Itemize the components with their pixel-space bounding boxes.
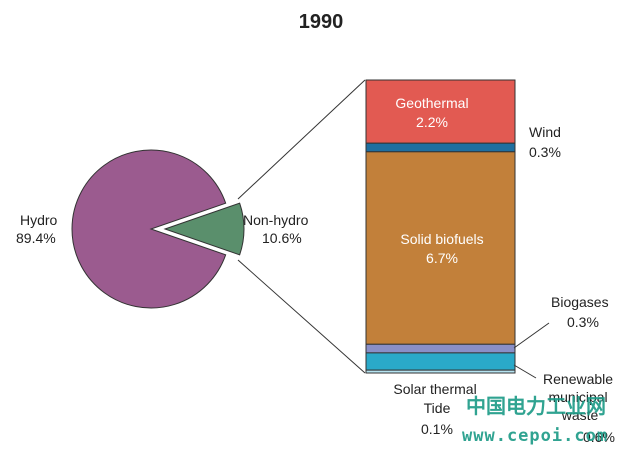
pie-slice-non-hydro bbox=[163, 202, 245, 256]
hydro-label: Hydro bbox=[20, 212, 58, 228]
biogases-leader bbox=[513, 322, 550, 349]
wind-value: 0.3% bbox=[529, 144, 561, 160]
watermark-url: www.cepoi.com bbox=[462, 426, 608, 446]
wind-label: Wind bbox=[529, 124, 561, 140]
breakdown-bar bbox=[365, 79, 516, 374]
bar-segment-renewable-municipal-waste bbox=[365, 352, 516, 371]
bar-segment-solid-biofuels bbox=[365, 151, 516, 345]
biogases-label: Biogases bbox=[551, 294, 609, 310]
renewable-municipal-waste-leader bbox=[513, 364, 537, 379]
geothermal-label: Geothermal bbox=[395, 95, 468, 111]
bar-segment-geothermal bbox=[365, 79, 516, 144]
chart-title: 1990 bbox=[299, 11, 344, 33]
biogases-value: 0.3% bbox=[567, 314, 599, 330]
bar-segment-biogases bbox=[365, 343, 516, 354]
bar-segment-solar-thermal-tide bbox=[365, 369, 516, 374]
non-hydro-value: 10.6% bbox=[262, 230, 302, 246]
bar-segment-wind bbox=[365, 142, 516, 153]
solar-thermal-tide-label: Solar thermal Tide bbox=[393, 381, 480, 416]
renewable-municipal-waste-label: Renewable municipal waste bbox=[543, 371, 617, 423]
pie-slice-hydro bbox=[71, 149, 227, 309]
renewable-municipal-waste-value: 0.6% bbox=[583, 429, 615, 445]
connector-bottom bbox=[237, 259, 366, 374]
solid-biofuels-label: Solid biofuels bbox=[400, 231, 483, 247]
hydro-value: 89.4% bbox=[16, 230, 56, 246]
geothermal-value: 2.2% bbox=[416, 114, 448, 130]
watermark-site-name: 中国电力工业网 bbox=[466, 394, 606, 418]
connector-top bbox=[237, 79, 366, 200]
solar-thermal-tide-value: 0.1% bbox=[421, 421, 453, 437]
solid-biofuels-value: 6.7% bbox=[426, 250, 458, 266]
non-hydro-label: Non-hydro bbox=[243, 212, 309, 228]
